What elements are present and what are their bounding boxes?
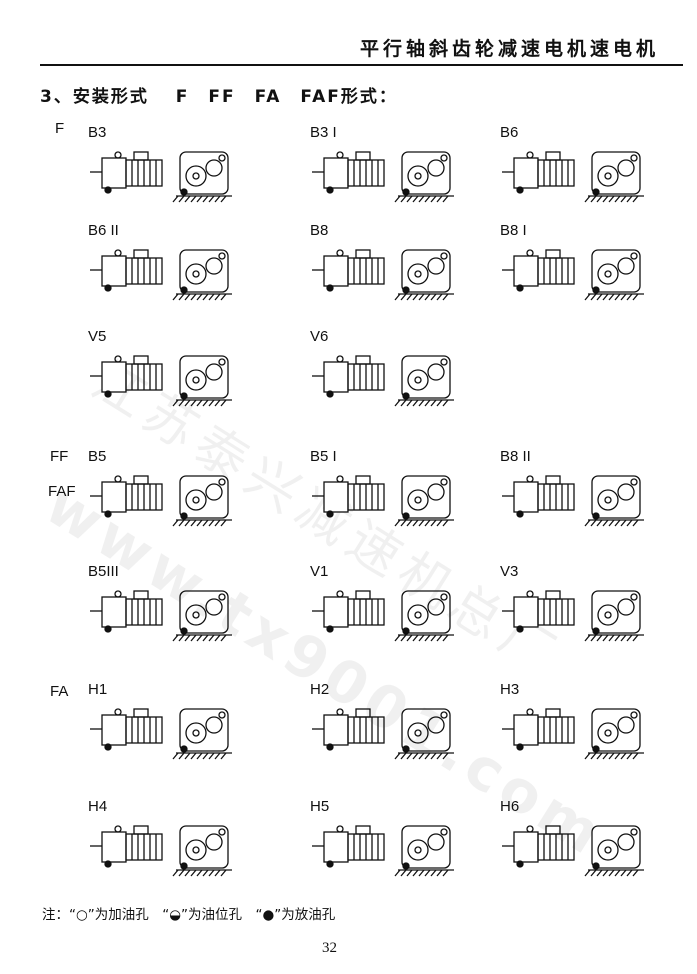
mounting-position-label: B8 I [500,222,527,239]
mounting-position-label: B3 I [310,124,337,141]
gearmotor-diagram [312,355,454,407]
mounting-position-label: H2 [310,681,330,698]
gearmotor-diagram [502,249,644,301]
gearmotor-diagram [502,825,644,877]
mounting-position-v1: V1 [310,563,500,663]
mounting-position-label: B5 [88,448,107,465]
mounting-position-b5: B5 [88,448,278,548]
header-divider [40,64,683,66]
gearmotor-diagram [312,151,454,203]
mounting-position-label: B5III [88,563,119,580]
mounting-position-label: V3 [500,563,519,580]
mounting-position-v5: V5 [88,328,278,428]
mounting-position-label: H3 [500,681,520,698]
mounting-position-h4: H4 [88,798,278,898]
mounting-position-label: B8 II [500,448,531,465]
mounting-position-v3: V3 [500,563,690,663]
mounting-position-v6: V6 [310,328,500,428]
mounting-position-b3-i: B3 I [310,124,500,224]
mounting-position-b5iii: B5III [88,563,278,663]
gearmotor-diagram [90,708,232,760]
mounting-position-b8: B8 [310,222,500,322]
gearmotor-diagram [90,249,232,301]
gearmotor-diagram [502,590,644,642]
mounting-position-h1: H1 [88,681,278,781]
gearmotor-diagram [90,151,232,203]
group-label-f: F [55,120,65,137]
gearmotor-diagram [502,151,644,203]
mounting-position-label: B3 [88,124,107,141]
mounting-position-label: V6 [310,328,329,345]
mounting-position-label: V1 [310,563,329,580]
mounting-position-h6: H6 [500,798,690,898]
gearmotor-diagram [502,708,644,760]
mounting-position-b6-ii: B6 II [88,222,278,322]
group-label-faf: FAF [48,483,76,500]
mounting-position-b3: B3 [88,124,278,224]
gearmotor-diagram [90,590,232,642]
legend-note: 注：“○”为加油孔 “◒”为油位孔 “●”为放油孔 [42,907,336,923]
gearmotor-diagram [312,475,454,527]
group-label-ff: FF [50,448,69,465]
mounting-position-h2: H2 [310,681,500,781]
page-number: 32 [322,940,337,956]
mounting-position-label: B6 [500,124,519,141]
mounting-position-b5-i: B5 I [310,448,500,548]
mounting-position-label: H5 [310,798,330,815]
mounting-position-b8-ii: B8 II [500,448,690,548]
gearmotor-diagram [90,475,232,527]
gearmotor-diagram [312,708,454,760]
mounting-position-label: H4 [88,798,108,815]
mounting-position-label: V5 [88,328,107,345]
header-title: 平行轴斜齿轮减速电机速电机 [359,38,659,60]
mounting-position-label: B8 [310,222,329,239]
mounting-position-label: H6 [500,798,520,815]
mounting-position-h3: H3 [500,681,690,781]
mounting-position-label: H1 [88,681,108,698]
mounting-position-label: B5 I [310,448,337,465]
gearmotor-diagram [312,825,454,877]
mounting-position-b6: B6 [500,124,690,224]
gearmotor-diagram [90,825,232,877]
mounting-position-label: B6 II [88,222,119,239]
group-label-fa: FA [50,683,69,700]
gearmotor-diagram [90,355,232,407]
mounting-position-h5: H5 [310,798,500,898]
gearmotor-diagram [312,249,454,301]
gearmotor-diagram [502,475,644,527]
section-title: 3、安装形式 F FF FA FAF形式： [40,87,398,107]
gearmotor-diagram [312,590,454,642]
mounting-position-b8-i: B8 I [500,222,690,322]
